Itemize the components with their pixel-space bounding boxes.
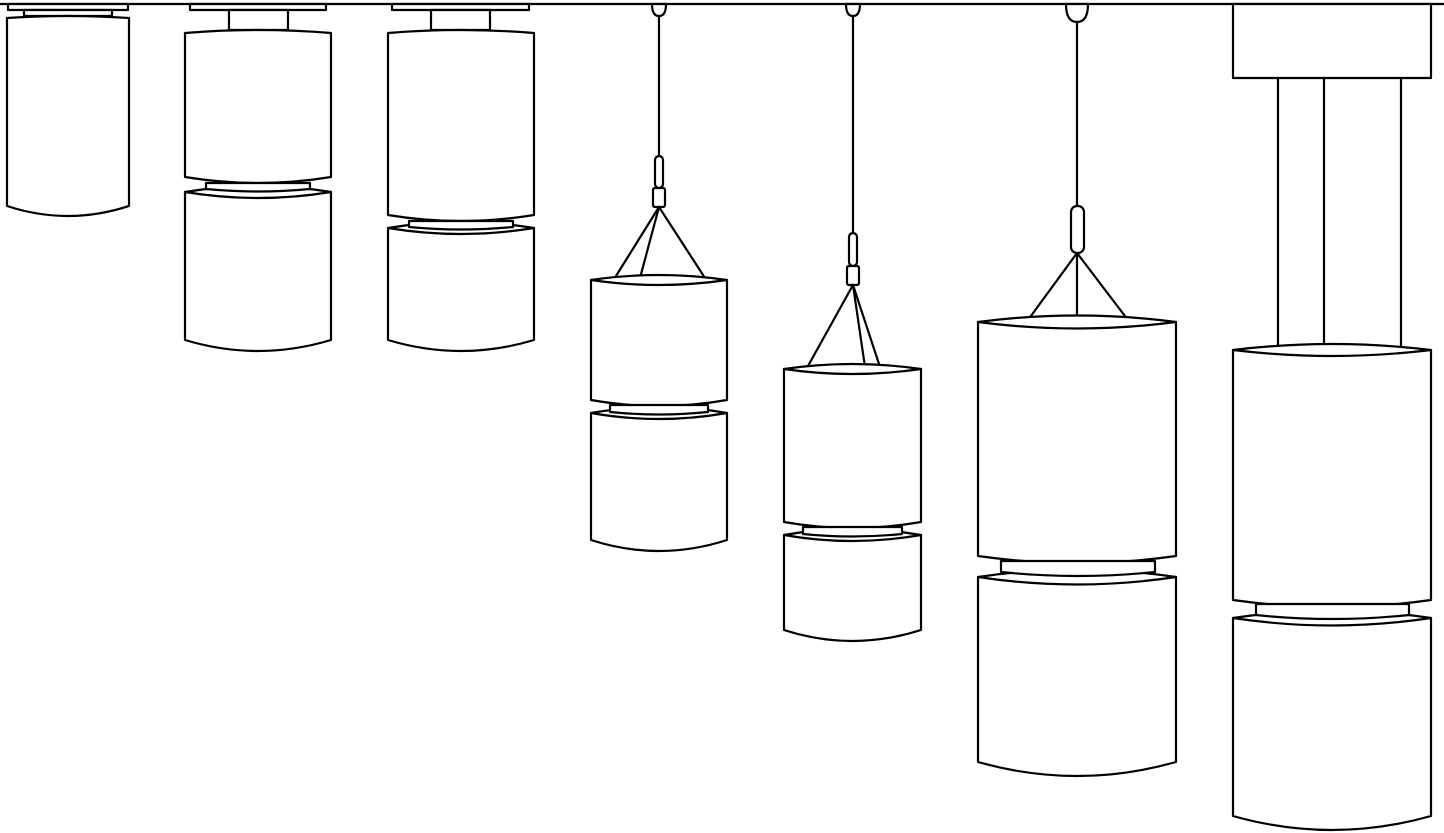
fixture-5-lower-rim xyxy=(782,533,923,543)
fixture-6-collar xyxy=(999,559,1157,578)
fixture-5-upper-rim xyxy=(782,367,923,376)
fixture-2-stem xyxy=(227,8,290,32)
fixture-4-upper-rim xyxy=(589,278,729,287)
fixture-6-upper-rim xyxy=(976,320,1178,330)
fixture-4-leg-right xyxy=(657,205,707,280)
fixture-6-lower-cylinder xyxy=(976,568,1178,778)
fixture-6-leg-right xyxy=(1075,251,1130,322)
fixture-4-upper-cylinder xyxy=(589,273,729,408)
fixture-2-upper-cylinder xyxy=(183,28,333,185)
fixture-7 xyxy=(1231,2,1433,832)
fixture-3-lower-rim xyxy=(386,226,536,236)
fixture-1 xyxy=(5,2,131,218)
fixture-3 xyxy=(386,2,536,353)
fixture-7-lower-cylinder xyxy=(1231,609,1433,832)
fixture-7-canopy xyxy=(1231,2,1433,80)
fixture-5-lower-cylinder xyxy=(782,527,923,643)
fixture-2 xyxy=(183,2,333,353)
fixture-5-upper-cylinder xyxy=(782,362,923,530)
fixture-2-lower-rim xyxy=(183,190,333,200)
fixture-2-collar xyxy=(204,181,312,193)
fixture-7-upper-rim xyxy=(1231,348,1433,358)
fixture-5-swivel xyxy=(845,264,861,287)
fixture-5-leg-center xyxy=(851,283,867,369)
fixture-5 xyxy=(782,2,923,643)
fixture-3-lower-cylinder xyxy=(386,220,536,353)
fixture-4-lower-cylinder xyxy=(589,405,729,553)
fixture-4-ceiling-hook xyxy=(650,2,668,18)
fixture-6-gripper xyxy=(1069,204,1086,255)
fixture-3-stem xyxy=(429,8,492,32)
fixture-4-leg-left xyxy=(614,205,661,278)
fixture-3-collar xyxy=(407,219,515,231)
fixture-6-leg-left xyxy=(1026,251,1079,322)
fixture-1-cylinder xyxy=(5,14,131,218)
fixture-5-ceiling-hook xyxy=(844,2,862,18)
fixture-4-gripper xyxy=(653,154,665,190)
fixture-4-swivel xyxy=(651,186,667,209)
fixture-7-collar xyxy=(1254,602,1411,621)
fixture-4-collar xyxy=(608,403,710,416)
fixture-6-upper-cylinder xyxy=(976,314,1178,565)
fixture-5-leg-left xyxy=(806,283,855,368)
fixture-4-leg-center xyxy=(638,205,661,280)
fixture-4 xyxy=(589,2,729,553)
fixture-6-lower-rim xyxy=(976,575,1178,586)
fixture-7-upper-cylinder xyxy=(1231,342,1433,609)
fixture-7-lower-rim xyxy=(1231,616,1433,627)
fixture-5-leg-right xyxy=(851,283,882,369)
fixture-6 xyxy=(976,2,1178,778)
fixture-5-collar xyxy=(801,525,904,538)
fixture-2-lower-cylinder xyxy=(183,184,333,353)
fixture-6-ceiling-hook xyxy=(1064,2,1090,24)
fixture-4-lower-rim xyxy=(589,411,729,421)
fixture-5-gripper xyxy=(847,231,859,268)
fixture-3-upper-cylinder xyxy=(386,28,536,223)
